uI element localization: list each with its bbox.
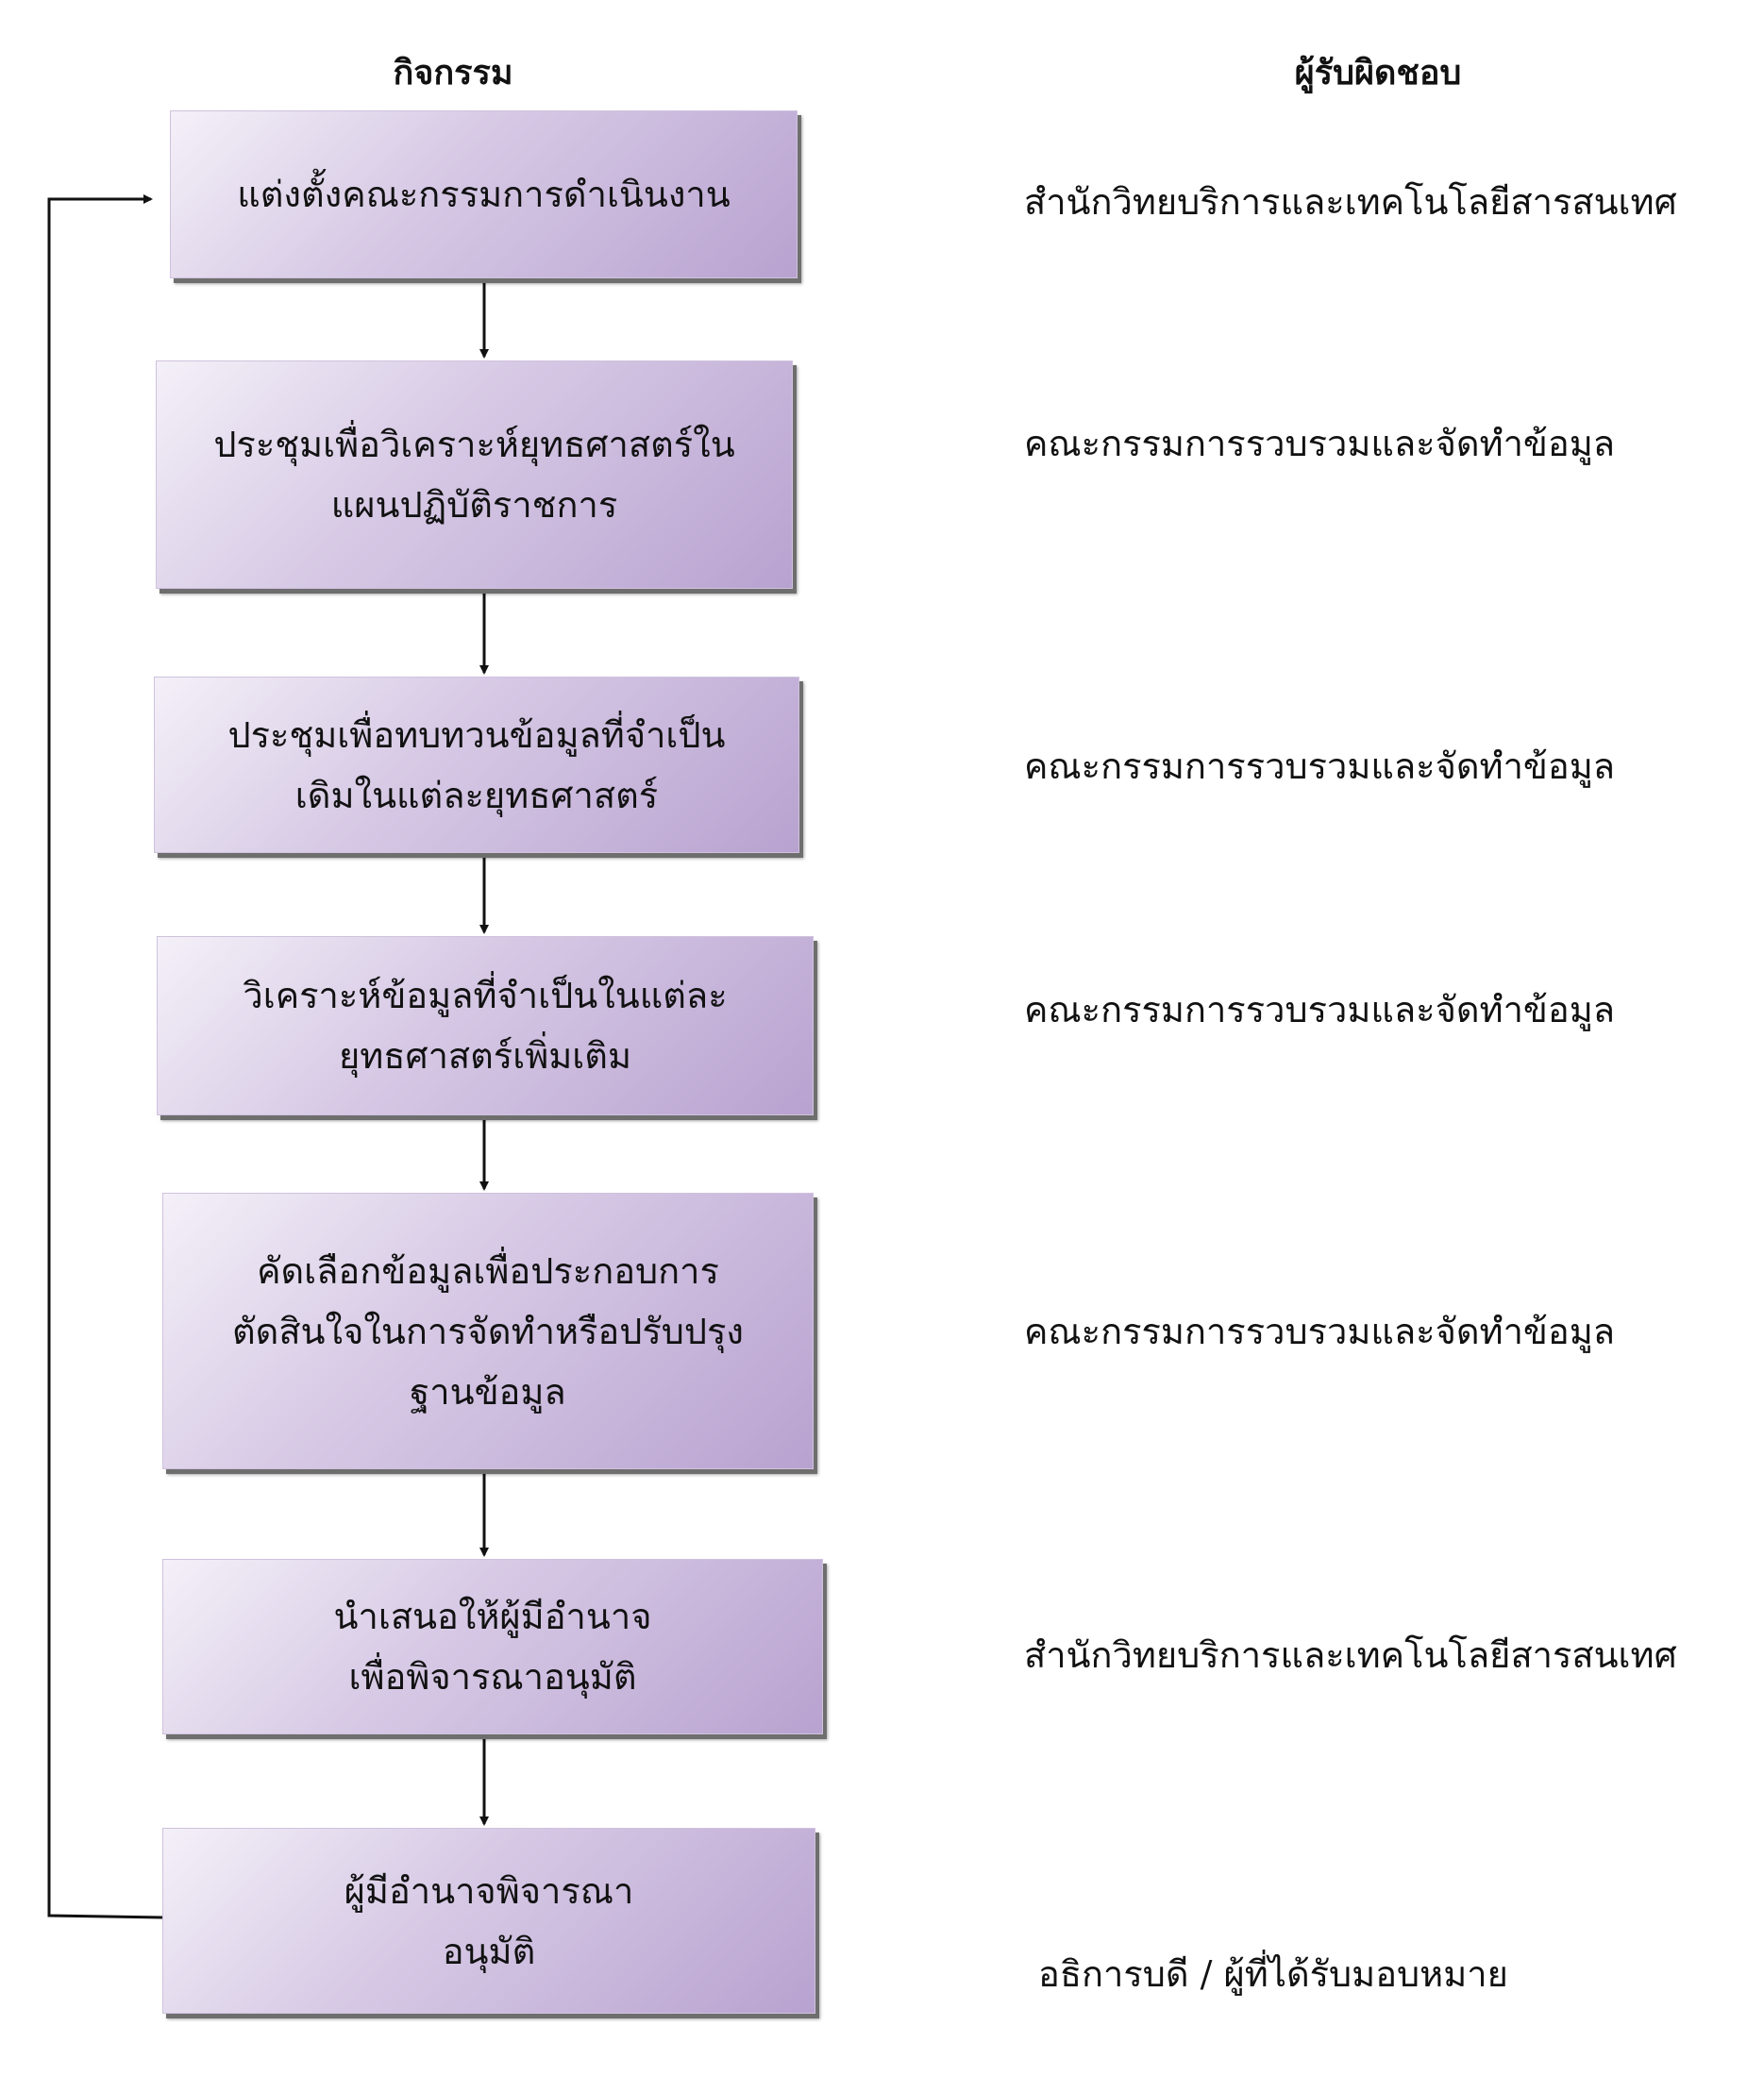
responsible-label-6: สำนักวิทยบริการและเทคโนโลยีสารสนเทศ (1024, 1634, 1677, 1676)
responsible-label-7: อธิการบดี / ผู้ที่ได้รับมอบหมาย (1038, 1953, 1508, 1995)
responsible-column-heading: ผู้รับผิดชอบ (1294, 53, 1462, 92)
step-label-5: คัดเลือกข้อมูลเพื่อประกอบการ ตัดสินใจในก… (232, 1249, 744, 1413)
responsible-label-4: คณะกรรมการรวบรวมและจัดทำข้อมูล (1024, 989, 1616, 1030)
responsible-label-3: คณะกรรมการรวบรวมและจัดทำข้อมูล (1024, 745, 1616, 787)
step-label-1: แต่งตั้งคณะกรรมการดำเนินงาน (237, 174, 731, 215)
feedback-loop-arrow (47, 194, 163, 1919)
step-label-3: ประชุมเพื่อทบทวนข้อมูลที่จำเป็น เดิมในแต… (227, 713, 726, 816)
step-box-2: ประชุมเพื่อวิเคราะห์ยุทธศาสตร์ใน แผนปฏิบ… (156, 360, 793, 589)
step-box-5: คัดเลือกข้อมูลเพื่อประกอบการ ตัดสินใจในก… (162, 1193, 814, 1469)
responsible-label-2: คณะกรรมการรวบรวมและจัดทำข้อมูล (1024, 423, 1616, 464)
responsible-label-5: คณะกรรมการรวบรวมและจัดทำข้อมูล (1024, 1311, 1616, 1352)
step-box-3: ประชุมเพื่อทบทวนข้อมูลที่จำเป็น เดิมในแต… (154, 677, 799, 853)
step-box-7: ผู้มีอำนาจพิจารณา อนุมัติ (162, 1828, 815, 2014)
step-label-2: ประชุมเพื่อวิเคราะห์ยุทธศาสตร์ใน แผนปฏิบ… (213, 424, 735, 526)
activity-column-heading: กิจกรรม (393, 53, 513, 92)
step-label-7: ผู้มีอำนาจพิจารณา อนุมัติ (344, 1869, 634, 1972)
step-box-1: แต่งตั้งคณะกรรมการดำเนินงาน (170, 110, 798, 278)
step-label-6: นำเสนอให้ผู้มีอำนาจ เพื่อพิจารณาอนุมัติ (333, 1596, 652, 1698)
step-box-4: วิเคราะห์ข้อมูลที่จำเป็นในแต่ละ ยุทธศาสต… (157, 936, 814, 1115)
responsible-label-1: สำนักวิทยบริการและเทคโนโลยีสารสนเทศ (1024, 181, 1677, 223)
step-box-6: นำเสนอให้ผู้มีอำนาจ เพื่อพิจารณาอนุมัติ (162, 1559, 823, 1734)
step-label-4: วิเคราะห์ข้อมูลที่จำเป็นในแต่ละ ยุทธศาสต… (243, 975, 728, 1077)
